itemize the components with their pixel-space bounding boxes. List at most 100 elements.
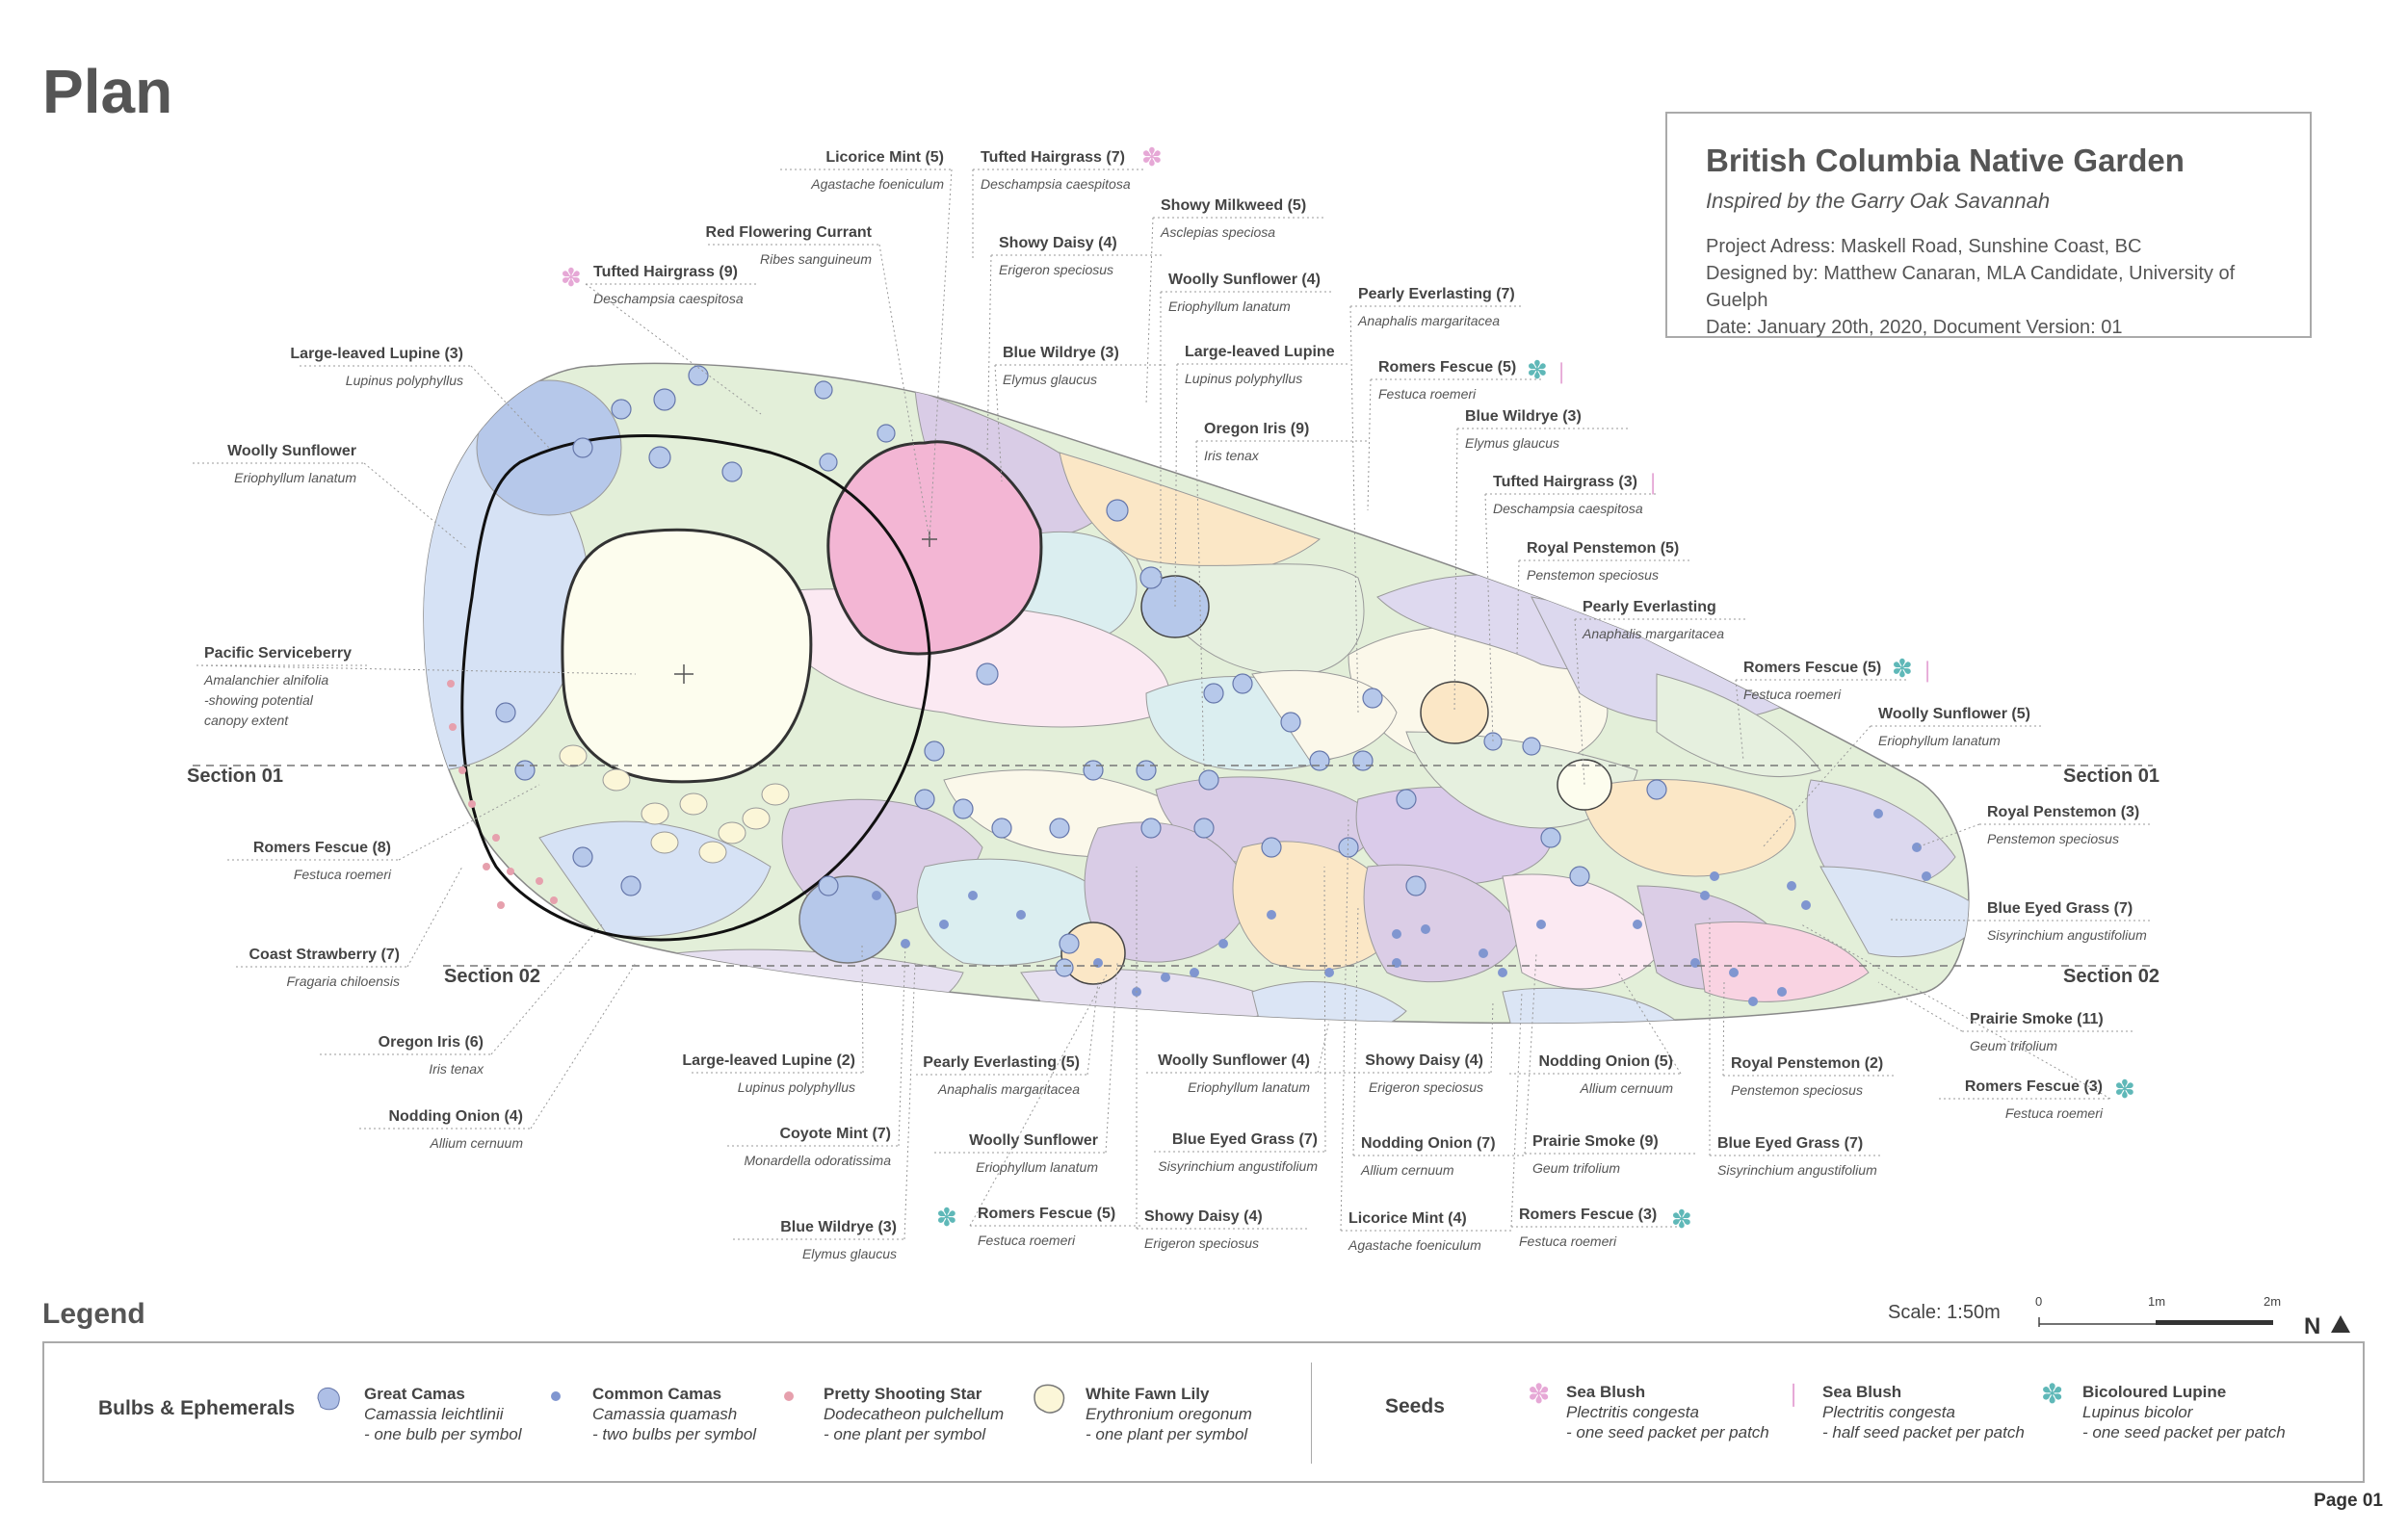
plant-scientific-name: Festuca roemeri (294, 867, 392, 882)
plant-common-name: Romers Fescue (5) (1743, 660, 1881, 676)
plant-common-name: Pearly Everlasting (1583, 599, 1716, 615)
plant-label: Prairie Smoke (11)Geum trifolium (1877, 981, 2133, 1053)
sea-blush-half-icon: ❘ (1784, 1381, 1804, 1407)
legend-title: Legend (42, 1298, 145, 1330)
plant-common-name: Woolly Sunflower (4) (1168, 272, 1321, 288)
plant-scientific-name: Sisyrinchium angustifolium (1717, 1162, 1877, 1178)
plant-common-name: Blue Wildrye (3) (780, 1219, 897, 1235)
plant-common-name: Blue Eyed Grass (7) (1172, 1131, 1318, 1148)
plant-common-name: Blue Wildrye (3) (1003, 345, 1119, 361)
plant-label: Oregon Iris (6)Iris tenax (320, 923, 603, 1077)
plant-label: Coast Strawberry (7)Fragaria chiloensis (236, 866, 463, 989)
plant-scientific-name: Festuca roemeri (1743, 687, 1842, 702)
plant-common-name: Woolly Sunflower (227, 443, 356, 459)
plant-common-name: Oregon Iris (9) (1204, 421, 1309, 437)
plant-common-name: Blue Eyed Grass (7) (1987, 900, 2133, 917)
section-02-right: Section 02 (2063, 966, 2159, 987)
plant-label: Showy Daisy (4) Erigeron speciosus (1320, 1000, 1494, 1095)
plant-scientific-name: Asclepias speciosa (1160, 224, 1275, 240)
plant-label: Showy Milkweed (5) Asclepias speciosa (1145, 197, 1324, 405)
plant-scientific-name: canopy extent (204, 713, 289, 728)
plant-label: Romers Fescue (5)Festuca roemeri (969, 972, 1141, 1248)
plant-common-name: Showy Daisy (4) (1365, 1052, 1483, 1069)
plant-common-name: Nodding Onion (4) (388, 1108, 523, 1125)
plant-scientific-name: Anaphalis margaritacea (1357, 313, 1500, 328)
plant-scientific-name: Erigeron speciosus (1369, 1079, 1483, 1095)
plant-label: Pearly Everlasting (7) Anaphalis margarit… (1349, 286, 1522, 714)
plant-label: Nodding Onion (7)Allium cernuum (1352, 904, 1525, 1178)
plant-common-name: Large-leaved Lupine (2) (682, 1052, 855, 1069)
plant-scientific-name: Agastache foeniculum (810, 176, 944, 192)
plant-scientific-name: Sisyrinchium angustifolium (1158, 1158, 1318, 1174)
plant-common-name: Romers Fescue (3) (1519, 1207, 1657, 1223)
plant-scientific-name: Lupinus polyphyllus (346, 373, 463, 388)
plant-scientific-name: Agastache foeniculum (1348, 1237, 1481, 1253)
plant-scientific-name: Eriophyllum lanatum (234, 470, 356, 485)
plant-label: Romers Fescue (5)Festuca roemeri (1367, 359, 1542, 511)
plant-label: Licorice Mint (5)Agastache foeniculum (780, 149, 953, 540)
plant-label: Nodding Onion (4)Allium cernuum (359, 962, 637, 1151)
fawn-lily-icon (1030, 1380, 1068, 1423)
plant-scientific-name: Erigeron speciosus (999, 262, 1113, 277)
serviceberry-canopy (561, 528, 813, 784)
plant-label: Blue Eyed Grass (7)Sisyrinchium angustif… (1709, 915, 1881, 1178)
section-01-right: Section 01 (2063, 766, 2159, 787)
sea-blush-full-icon: ✽ (1528, 1379, 1551, 1409)
plant-scientific-name: Festuca roemeri (978, 1233, 1076, 1248)
plant-scientific-name: Deschampsia caespitosa (593, 291, 744, 306)
plant-common-name: Royal Penstemon (2) (1731, 1055, 1883, 1072)
red-flowering-currant-shrub (826, 440, 1043, 656)
scale-label: Scale: 1:50m (1888, 1302, 2001, 1323)
plant-common-name: Woolly Sunflower (969, 1132, 1098, 1149)
plant-label: Licorice Mint (4) Agastache foeniculum (1340, 818, 1512, 1253)
plant-label: Pearly Everlasting (5)Anaphalis margarit… (916, 981, 1099, 1097)
plant-common-name: Large-leaved Lupine (1185, 344, 1335, 360)
plant-common-name: Woolly Sunflower (5) (1878, 706, 2030, 722)
plant-scientific-name: Eriophyllum lanatum (1168, 299, 1291, 314)
plant-label: Blue Wildrye (3)Elymus glaucus (1453, 408, 1629, 714)
plant-scientific-name: Lupinus polyphyllus (1185, 371, 1302, 386)
plant-scientific-name: Eriophyllum lanatum (976, 1159, 1098, 1175)
sea-blush-half-marker: ❘ (1644, 470, 1662, 495)
plant-common-name: Showy Milkweed (5) (1161, 197, 1306, 214)
plant-label: Woolly Sunflower (4)Eriophyllum lanatum (1146, 1020, 1330, 1095)
plant-label: Prairie Smoke (9)Geum trifolium (1524, 952, 1696, 1176)
plant-scientific-name: Sisyrinchium angustifolium (1987, 927, 2147, 943)
plant-common-name: Nodding Onion (7) (1361, 1135, 1496, 1152)
bicoloured-lupine-marker: ✽ (1671, 1205, 1692, 1233)
plant-label: Tufted Hairgrass (9)Deschampsia caespito… (585, 264, 762, 415)
plant-label: Coyote Mint (7)Monardella odoratissima (727, 943, 906, 1168)
plant-label: Royal Penstemon (3)Penstemon speciosus (1916, 804, 2151, 848)
plant-common-name: Pacific Serviceberry (204, 645, 352, 662)
plant-scientific-name: Deschampsia caespitosa (981, 176, 1131, 192)
plant-scientific-name: Eriophyllum lanatum (1878, 733, 2001, 748)
plant-common-name: Prairie Smoke (11) (1970, 1011, 2104, 1027)
plant-common-name: Tufted Hairgrass (7) (981, 149, 1125, 166)
plant-common-name: Licorice Mint (4) (1348, 1210, 1467, 1227)
plant-common-name: Coyote Mint (7) (779, 1126, 891, 1142)
plant-label: Blue Wildrye (3)Elymus glaucus (733, 962, 916, 1261)
bicoloured-lupine-icon: ✽ (2041, 1379, 2064, 1409)
project-subtitle: Inspired by the Garry Oak Savannah (1706, 189, 2051, 213)
plant-label: Tufted Hairgrass (3)Deschampsia caespito… (1484, 474, 1657, 742)
plant-label: Tufted Hairgrass (7) Deschampsia caespito… (972, 149, 1144, 260)
section-01-left: Section 01 (187, 766, 283, 787)
project-title: British Columbia Native Garden (1706, 143, 2185, 178)
plant-common-name: Pearly Everlasting (7) (1358, 286, 1515, 302)
seed-markers: ✽ ✽ ✽ ❘ ❘ ✽ ❘ ✽ ✽ ✽ (561, 143, 2135, 1233)
plant-scientific-name: Ribes sanguineum (760, 251, 872, 267)
plant-common-name: Coast Strawberry (7) (249, 947, 401, 963)
svg-text:1m: 1m (2148, 1294, 2165, 1309)
plant-scientific-name: Penstemon speciosus (1731, 1082, 1863, 1098)
sea-blush-half-marker: ❘ (1919, 658, 1936, 683)
plant-scientific-name: Festuca roemeri (1519, 1233, 1617, 1249)
plant-common-name: Tufted Hairgrass (3) (1493, 474, 1637, 490)
